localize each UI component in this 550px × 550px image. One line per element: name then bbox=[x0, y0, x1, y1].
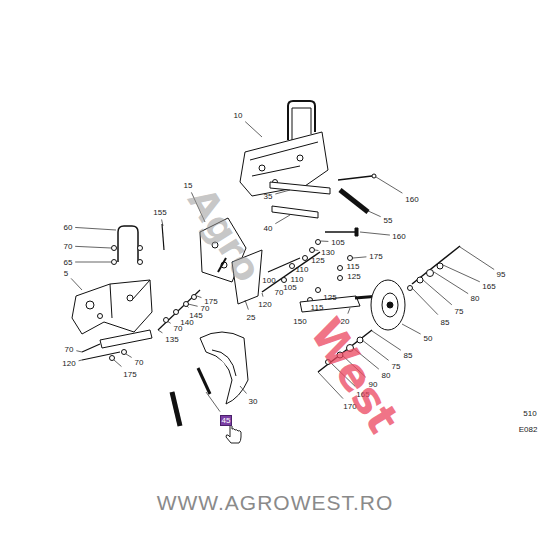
leader-line bbox=[187, 306, 189, 308]
leader-line bbox=[434, 272, 468, 294]
callout-number: 100 bbox=[262, 276, 275, 285]
leader-line bbox=[443, 265, 480, 282]
leader-line bbox=[114, 360, 121, 367]
leader-line bbox=[366, 210, 381, 217]
callout-number: 50 bbox=[424, 334, 433, 343]
leader-line bbox=[126, 354, 132, 357]
callout-number: 115 bbox=[311, 303, 324, 312]
callout-number: 155 bbox=[153, 208, 166, 217]
callout-number: 10 bbox=[234, 111, 243, 120]
callout-number: 125 bbox=[311, 256, 324, 265]
leader-line bbox=[275, 215, 290, 224]
callout-number: 5 bbox=[64, 269, 68, 278]
leader-line bbox=[376, 177, 402, 193]
callout-number: 80 bbox=[471, 294, 480, 303]
leader-line bbox=[321, 241, 328, 242]
callout-number: 60 bbox=[64, 223, 73, 232]
callout-number: 70 bbox=[174, 324, 183, 333]
leader-line bbox=[402, 324, 421, 334]
callout-number: 110 bbox=[291, 275, 304, 284]
leader-line bbox=[197, 296, 201, 298]
leader-line bbox=[460, 247, 494, 270]
leader-line bbox=[275, 190, 290, 194]
hand-cursor bbox=[226, 425, 241, 443]
leader-line bbox=[372, 331, 401, 350]
callout-number: 175 bbox=[369, 252, 382, 261]
callout-number: 45 bbox=[220, 415, 233, 426]
leader-line bbox=[79, 360, 82, 362]
callout-number: 105 bbox=[331, 238, 344, 247]
callout-number: 70 bbox=[135, 358, 144, 367]
callout-number: 115 bbox=[347, 262, 360, 271]
leader-line bbox=[262, 293, 263, 297]
leader-line bbox=[158, 330, 162, 333]
callout-number: 30 bbox=[249, 397, 258, 406]
callout-number: 65 bbox=[64, 258, 73, 267]
leader-line bbox=[167, 321, 171, 323]
leader-line bbox=[75, 227, 116, 230]
drawing-code: 510 bbox=[523, 409, 536, 418]
callout-number: 70 bbox=[64, 242, 73, 251]
callout-number: 160 bbox=[392, 232, 405, 241]
callout-number: 125 bbox=[347, 272, 360, 281]
leader-line bbox=[360, 232, 390, 235]
callout-number: 130 bbox=[321, 248, 334, 257]
leader-line bbox=[348, 308, 350, 314]
leader-line bbox=[245, 300, 248, 310]
leader-line bbox=[75, 246, 111, 248]
drawing-code: E082 bbox=[519, 425, 538, 434]
callout-number: 150 bbox=[293, 317, 306, 326]
callout-number: 70 bbox=[275, 288, 284, 297]
leader-line bbox=[75, 262, 111, 263]
callout-number: 85 bbox=[404, 351, 413, 360]
callout-number: 85 bbox=[441, 318, 450, 327]
leader-line bbox=[423, 280, 452, 305]
callout-number: 75 bbox=[392, 362, 401, 371]
callout-number: 95 bbox=[497, 270, 506, 279]
leader-line bbox=[412, 288, 438, 315]
callout-number: 15 bbox=[184, 181, 193, 190]
leader-line bbox=[315, 250, 318, 252]
callout-number: 105 bbox=[283, 283, 296, 292]
callout-number: 70 bbox=[65, 345, 74, 354]
callout-number: 40 bbox=[264, 224, 273, 233]
callout-number: 55 bbox=[384, 216, 393, 225]
callout-number: 125 bbox=[323, 293, 336, 302]
callout-number: 135 bbox=[165, 335, 178, 344]
callout-number: 160 bbox=[405, 195, 418, 204]
leader-line bbox=[188, 304, 198, 306]
callout-number: 35 bbox=[264, 192, 273, 201]
leader-line bbox=[353, 257, 366, 258]
leader-line bbox=[240, 386, 247, 394]
callout-number: 75 bbox=[455, 307, 464, 316]
leader-line bbox=[206, 392, 220, 412]
leader-line bbox=[76, 351, 82, 352]
callout-number: 175 bbox=[123, 370, 136, 379]
watermark: Agro bbox=[179, 180, 270, 289]
callout-number: 25 bbox=[247, 313, 256, 322]
leader-line bbox=[245, 122, 262, 137]
leader-line bbox=[71, 278, 82, 290]
callout-number: 165 bbox=[482, 282, 495, 291]
callout-number: 110 bbox=[296, 265, 309, 274]
callout-number: 120 bbox=[258, 300, 271, 309]
callout-number: 120 bbox=[62, 359, 75, 368]
leader-line bbox=[162, 219, 163, 226]
website-footer: WWW.AGROWEST.RO bbox=[157, 491, 394, 515]
